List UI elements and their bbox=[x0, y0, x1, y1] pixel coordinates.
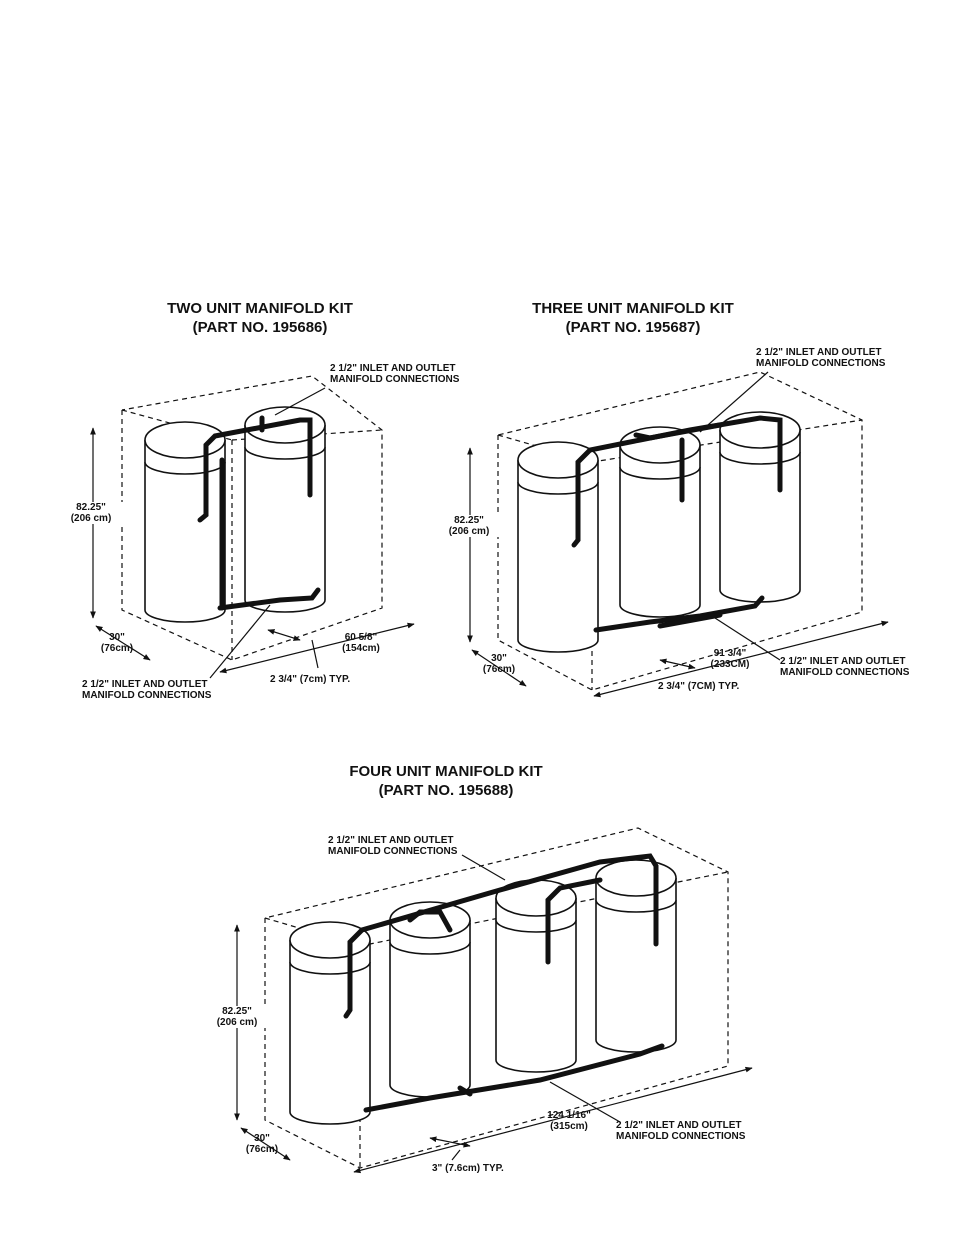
four-unit-height-label: 82.25" (206 cm) bbox=[202, 1006, 272, 1028]
two-unit-bottom-conn-line1: 2 1/2" INLET AND OUTLET bbox=[82, 679, 208, 690]
two-unit-height-cm: (206 cm) bbox=[70, 513, 112, 524]
two-unit-tank-1 bbox=[144, 421, 226, 623]
four-unit-tank-1 bbox=[289, 921, 371, 1125]
four-unit-width-cm: (315cm) bbox=[550, 1121, 588, 1132]
three-unit-bottom-conn-line2: MANIFOLD CONNECTIONS bbox=[780, 667, 910, 678]
three-unit-height-label: 82.25" (206 cm) bbox=[434, 515, 504, 537]
three-unit-bottom-conn-line1: 2 1/2" INLET AND OUTLET bbox=[780, 656, 906, 667]
three-unit-top-conn-line1: 2 1/2" INLET AND OUTLET bbox=[756, 347, 882, 358]
two-unit-depth-cm: (76cm) bbox=[100, 643, 134, 654]
two-unit-top-conn-line2: MANIFOLD CONNECTIONS bbox=[330, 374, 460, 385]
two-unit-bottom-conn-line2: MANIFOLD CONNECTIONS bbox=[82, 690, 212, 701]
two-unit-part-number: (PART NO. 195686) bbox=[192, 319, 328, 336]
four-unit-width-in: 124 1/16" bbox=[547, 1110, 591, 1121]
two-unit-diagram bbox=[90, 375, 415, 679]
three-unit-title-line: THREE UNIT MANIFOLD KIT bbox=[532, 300, 734, 317]
two-unit-height-in: 82.25" bbox=[76, 502, 106, 513]
four-unit-depth-in: 30" bbox=[254, 1133, 270, 1144]
four-unit-height-cm: (206 cm) bbox=[216, 1017, 258, 1028]
four-unit-bottom-conn-line2: MANIFOLD CONNECTIONS bbox=[616, 1131, 746, 1142]
four-unit-top-conn-line2: MANIFOLD CONNECTIONS bbox=[328, 846, 458, 857]
four-unit-part-number: (PART NO. 195688) bbox=[378, 782, 514, 799]
three-unit-diagram bbox=[467, 371, 889, 698]
four-unit-bottom-conn-line1: 2 1/2" INLET AND OUTLET bbox=[616, 1120, 742, 1131]
three-unit-height-cm: (206 cm) bbox=[448, 526, 490, 537]
three-unit-bottom-connection-label: 2 1/2" INLET AND OUTLET MANIFOLD CONNECT… bbox=[780, 656, 909, 678]
four-unit-top-conn-line1: 2 1/2" INLET AND OUTLET bbox=[328, 835, 454, 846]
three-unit-width-cm: (233CM) bbox=[710, 659, 750, 670]
three-unit-top-conn-line2: MANIFOLD CONNECTIONS bbox=[756, 358, 886, 369]
three-unit-depth-label: 30" (76cm) bbox=[474, 653, 524, 675]
four-unit-diagram bbox=[234, 827, 753, 1174]
two-unit-tank-2 bbox=[244, 406, 326, 613]
two-unit-title: TWO UNIT MANIFOLD KIT (PART NO. 195686) bbox=[120, 299, 400, 337]
three-unit-depth-cm: (76cm) bbox=[482, 664, 516, 675]
four-unit-tank-4 bbox=[595, 859, 677, 1053]
four-unit-depth-cm: (76cm) bbox=[245, 1144, 279, 1155]
four-unit-tank-2 bbox=[389, 901, 471, 1098]
three-unit-height-in: 82.25" bbox=[454, 515, 484, 526]
four-unit-title: FOUR UNIT MANIFOLD KIT (PART NO. 195688) bbox=[306, 762, 586, 800]
four-unit-width-label: 124 1/16" (315cm) bbox=[534, 1110, 604, 1132]
two-unit-depth-in: 30" bbox=[109, 632, 125, 643]
four-unit-top-connection-label: 2 1/2" INLET AND OUTLET MANIFOLD CONNECT… bbox=[328, 835, 457, 857]
three-unit-title: THREE UNIT MANIFOLD KIT (PART NO. 195687… bbox=[493, 299, 773, 337]
four-unit-bottom-connection-label: 2 1/2" INLET AND OUTLET MANIFOLD CONNECT… bbox=[616, 1120, 745, 1142]
three-unit-tank-1 bbox=[517, 441, 599, 653]
two-unit-spacing-label: 2 3/4" (7cm) TYP. bbox=[270, 674, 351, 685]
four-unit-tank-3 bbox=[495, 879, 577, 1073]
two-unit-top-conn-line1: 2 1/2" INLET AND OUTLET bbox=[330, 363, 456, 374]
three-unit-part-number: (PART NO. 195687) bbox=[565, 319, 701, 336]
four-unit-spacing-label: 3" (7.6cm) TYP. bbox=[432, 1163, 504, 1174]
three-unit-spacing-label: 2 3/4" (7CM) TYP. bbox=[658, 681, 740, 692]
three-unit-depth-in: 30" bbox=[491, 653, 507, 664]
two-unit-title-line: TWO UNIT MANIFOLD KIT bbox=[167, 300, 353, 317]
two-unit-bottom-connection-label: 2 1/2" INLET AND OUTLET MANIFOLD CONNECT… bbox=[82, 679, 211, 701]
two-unit-top-connection-label: 2 1/2" INLET AND OUTLET MANIFOLD CONNECT… bbox=[330, 363, 459, 385]
four-unit-depth-label: 30" (76cm) bbox=[237, 1133, 287, 1155]
two-unit-height-label: 82.25" (206 cm) bbox=[56, 502, 126, 524]
three-unit-tank-2 bbox=[619, 426, 701, 618]
two-unit-width-in: 60 5/8" bbox=[344, 632, 378, 643]
three-unit-width-label: 91 3/4" (233CM) bbox=[700, 648, 760, 670]
two-unit-width-label: 60 5/8" (154cm) bbox=[336, 632, 386, 654]
three-unit-top-connection-label: 2 1/2" INLET AND OUTLET MANIFOLD CONNECT… bbox=[756, 347, 885, 369]
two-unit-depth-label: 30" (76cm) bbox=[92, 632, 142, 654]
four-unit-title-line: FOUR UNIT MANIFOLD KIT bbox=[349, 763, 543, 780]
two-unit-width-cm: (154cm) bbox=[342, 643, 380, 654]
four-unit-height-in: 82.25" bbox=[222, 1006, 252, 1017]
three-unit-width-in: 91 3/4" bbox=[713, 648, 747, 659]
two-unit-pipes bbox=[197, 415, 321, 611]
three-unit-tank-3 bbox=[719, 411, 801, 603]
